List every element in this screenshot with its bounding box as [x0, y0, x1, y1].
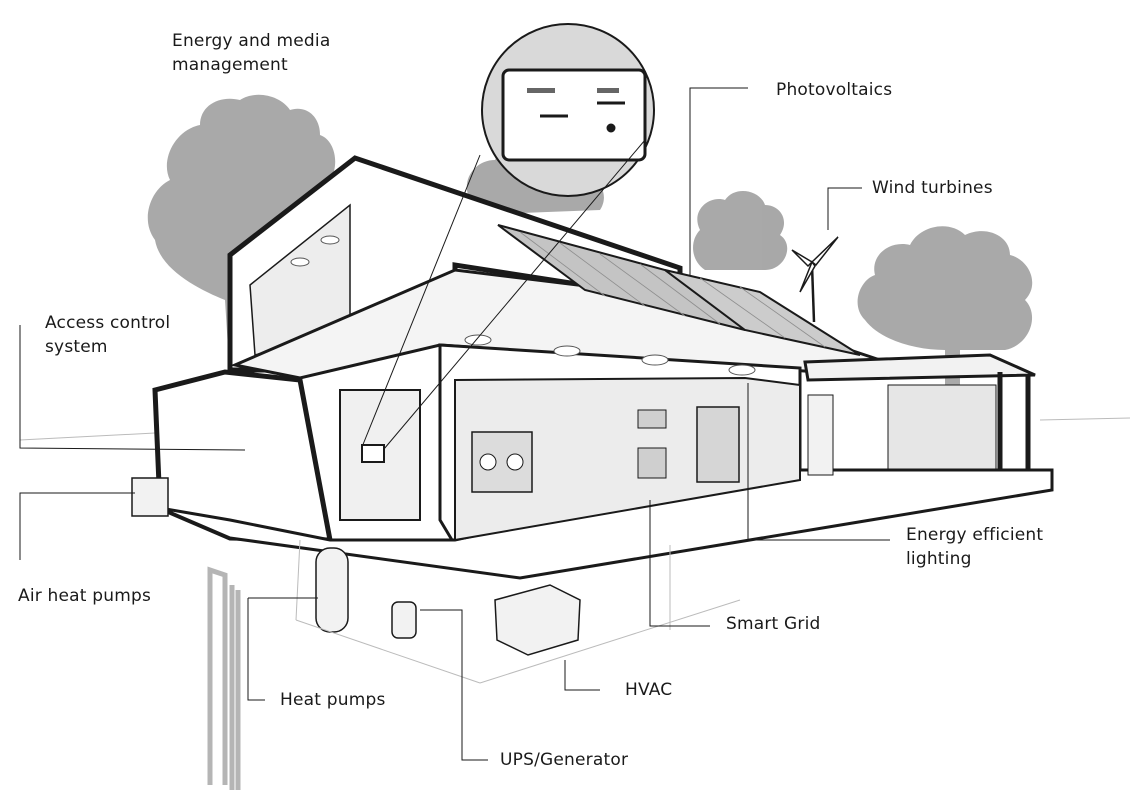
label-energy-media: Energy and media management [172, 29, 330, 77]
label-energy-media-line1: Energy and media [172, 31, 331, 51]
tree-right-top [693, 190, 788, 270]
oven [637, 447, 667, 479]
label-air-heat-pumps: Air heat pumps [18, 586, 152, 606]
tree-left [147, 94, 338, 380]
tree-right [857, 226, 1033, 420]
label-access-control-line2: system [45, 337, 108, 357]
house [152, 155, 1054, 580]
ceiling-lights [290, 235, 756, 376]
hvac-unit [494, 584, 581, 656]
fridge [696, 406, 740, 483]
ground-lines [19, 417, 1131, 684]
ground-pipes [207, 566, 241, 790]
label-energy-lighting-line2: lighting [906, 549, 972, 569]
label-access-control-line1: Access control [45, 313, 171, 333]
leader-lines [19, 87, 890, 761]
label-heat-pumps: Heat pumps [280, 690, 386, 710]
solar-panels [497, 224, 861, 356]
label-hvac: HVAC [625, 680, 673, 700]
label-energy-lighting: Energy efficient lighting [906, 523, 1043, 571]
label-energy-lighting-line1: Energy efficient [906, 525, 1044, 545]
label-ups-generator: UPS/Generator [500, 750, 629, 770]
ups-unit [391, 601, 417, 639]
carport-roof [803, 353, 1036, 382]
tablet-magnifier [361, 23, 655, 450]
label-energy-media-line2: management [172, 55, 288, 75]
label-photovoltaics: Photovoltaics [776, 80, 893, 100]
side-window [807, 394, 834, 476]
air-heat-pump-unit [131, 477, 169, 517]
heat-pump-tank [315, 547, 349, 633]
label-wind-turbines: Wind turbines [872, 178, 993, 198]
microwave [637, 409, 667, 429]
carport-wall [887, 384, 997, 471]
wind-turbine [791, 236, 839, 323]
label-access-control: Access control system [45, 311, 170, 359]
wall-panel [361, 444, 385, 463]
basement-equipment [131, 477, 671, 684]
floor-slab [159, 468, 1054, 580]
label-smart-grid: Smart Grid [726, 614, 821, 634]
